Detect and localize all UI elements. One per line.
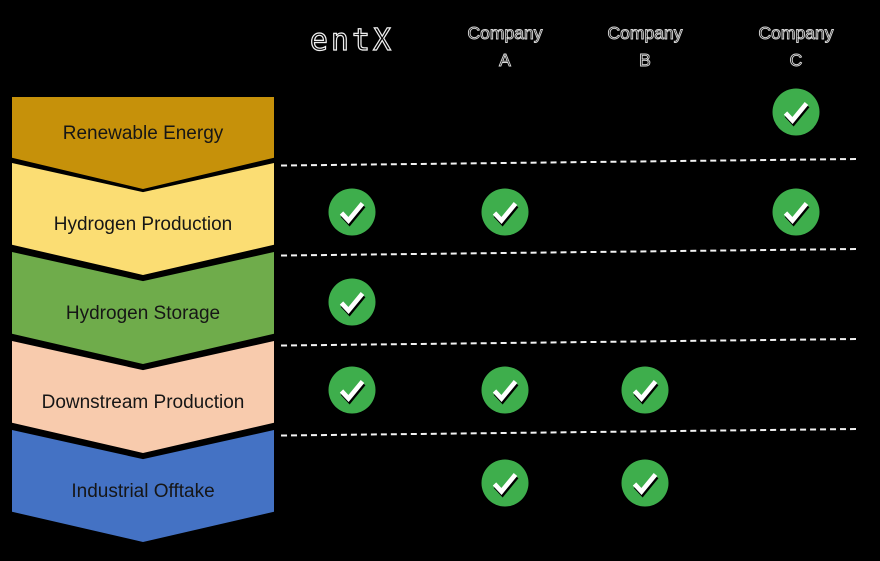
chevron-label: Hydrogen Production <box>53 214 233 235</box>
column-header-line2: B <box>639 50 652 71</box>
check-circle-icon <box>481 459 529 507</box>
chevron-label: Hydrogen Storage <box>65 303 221 324</box>
check-circle-icon <box>481 188 529 236</box>
check-circle-icon <box>328 188 376 236</box>
column-header-line2: C <box>789 50 803 71</box>
column-header-company-a: Company A <box>430 20 580 80</box>
column-header-line1: Company <box>607 23 683 44</box>
column-header-company-c: Company C <box>721 20 871 80</box>
row-separator-dashed-line <box>281 158 857 167</box>
check-circle-icon <box>481 366 529 414</box>
chevron-label: Renewable Energy <box>62 123 224 144</box>
row-separator-dashed-line <box>281 338 857 347</box>
column-header-line1: Company <box>467 23 543 44</box>
chevron-label: Downstream Production <box>41 392 245 413</box>
check-circle-icon <box>772 188 820 236</box>
check-circle-icon <box>328 366 376 414</box>
entx-logo: entX <box>309 22 395 58</box>
row-separator-dashed-line <box>281 248 857 257</box>
check-circle-icon <box>621 366 669 414</box>
column-header-line1: Company <box>758 23 834 44</box>
check-circle-icon <box>621 459 669 507</box>
chevron-label: Industrial Offtake <box>71 481 215 502</box>
check-circle-icon <box>328 278 376 326</box>
column-header-line2: A <box>499 50 512 71</box>
row-separator-dashed-line <box>281 428 857 437</box>
column-header-company-b: Company B <box>570 20 720 80</box>
check-circle-icon <box>772 88 820 136</box>
